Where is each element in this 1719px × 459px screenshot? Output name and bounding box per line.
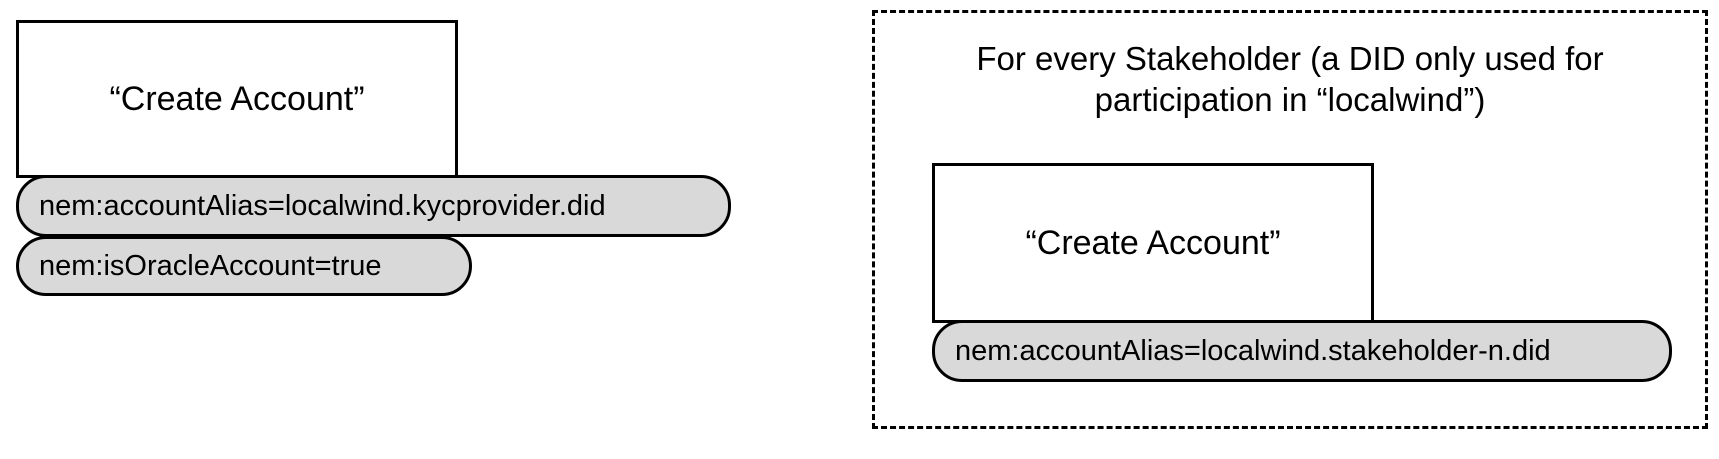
stakeholder-group-title: For every Stakeholder (a DID only used f… — [875, 38, 1705, 120]
is-oracle-account-property-pill: nem:isOracleAccount=true — [16, 236, 472, 296]
stakeholder-group-title-line-2: participation in “localwind”) — [1094, 81, 1486, 118]
account-alias-property-pill: nem:accountAlias=localwind.kycprovider.d… — [16, 175, 731, 237]
stakeholder-account-alias-property-pill: nem:accountAlias=localwind.stakeholder-n… — [932, 320, 1672, 382]
create-account-action-box: “Create Account” — [16, 20, 458, 178]
create-account-label: “Create Account” — [109, 79, 365, 118]
stakeholder-account-alias-property-text: nem:accountAlias=localwind.stakeholder-n… — [955, 334, 1551, 367]
stakeholder-group-title-line-1: For every Stakeholder (a DID only used f… — [976, 40, 1604, 77]
stakeholder-create-account-label: “Create Account” — [1025, 223, 1281, 262]
is-oracle-account-property-text: nem:isOracleAccount=true — [39, 249, 382, 282]
stakeholder-create-account-action-box: “Create Account” — [932, 163, 1374, 323]
account-alias-property-text: nem:accountAlias=localwind.kycprovider.d… — [39, 189, 606, 222]
stakeholder-loop-group: For every Stakeholder (a DID only used f… — [872, 10, 1708, 429]
